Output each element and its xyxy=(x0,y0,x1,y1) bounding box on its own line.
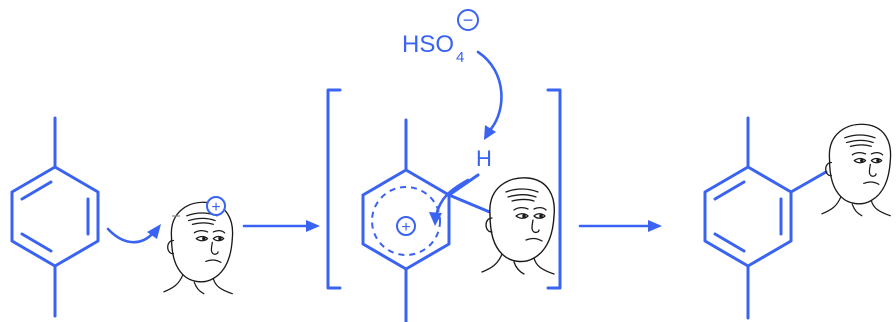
wojak-face-intermediate xyxy=(481,177,555,275)
deprotonation-arrow xyxy=(429,178,470,226)
intermediate-hydrogen: H xyxy=(476,146,492,171)
attack-arrow xyxy=(106,224,161,244)
p-xylene xyxy=(10,116,100,318)
reaction-arrow-1 xyxy=(242,220,320,232)
intermediate-bracket-right xyxy=(546,88,562,290)
intermediate-charge: + xyxy=(401,219,410,236)
reagent-charge: − xyxy=(463,10,474,30)
electrophile-charge: + xyxy=(211,199,220,216)
sigma-complex: + H xyxy=(361,118,494,322)
intermediate-bracket-left xyxy=(326,88,342,290)
electrophile: + xyxy=(163,196,234,295)
delocalized-ring xyxy=(371,186,441,256)
reagent-subscript: 4 xyxy=(456,49,464,66)
wojak-face-product xyxy=(821,123,892,217)
intermediate-charge-circle xyxy=(396,216,416,236)
reagent-charge-circle xyxy=(457,9,479,31)
product-molecule xyxy=(703,116,828,320)
electrophile-charge-circle xyxy=(206,196,226,216)
bisulfate-reagent: HSO 4 − xyxy=(402,9,479,66)
reagent-label: HSO xyxy=(402,31,454,58)
reaction-arrow-2 xyxy=(578,220,662,232)
base-attack-arrow xyxy=(476,50,503,140)
